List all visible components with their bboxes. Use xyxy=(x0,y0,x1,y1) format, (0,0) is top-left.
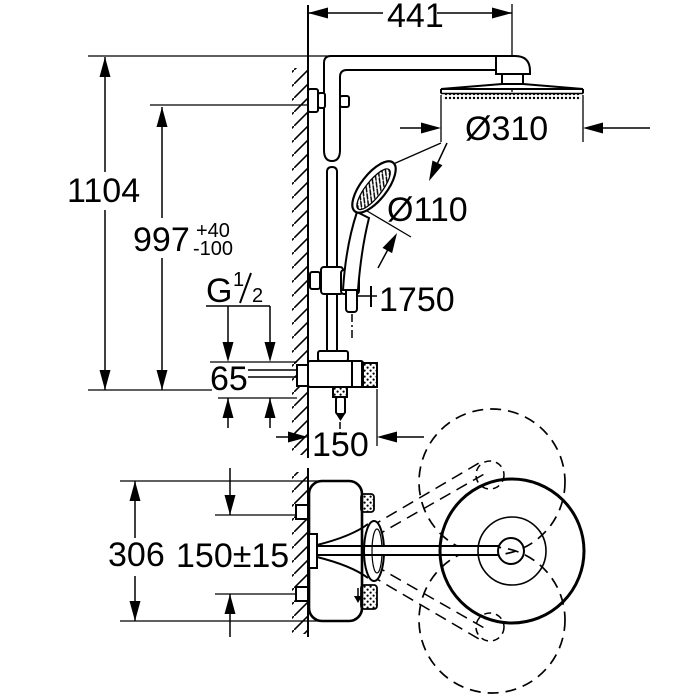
dim-label-rail-height: 997 xyxy=(133,221,190,259)
safety-stop-arrow xyxy=(354,588,362,603)
dim-label-total-height: 1104 xyxy=(67,172,140,210)
dim-label-connection-spacing: 150±15 xyxy=(176,537,289,575)
supply-union-bottom xyxy=(295,586,309,602)
dim-thread: G 1 2 xyxy=(206,269,276,362)
dim-label-rail-tol-plus: +40 xyxy=(196,220,230,242)
fraction-slash xyxy=(239,272,252,304)
volume-knob xyxy=(360,584,378,610)
swivel-holder-detail xyxy=(308,408,586,694)
wall-upper xyxy=(292,5,309,458)
hose-outlet-knurl xyxy=(332,386,348,398)
dim-label-rail-tol-minus: -100 xyxy=(193,238,233,260)
slide-rail xyxy=(326,165,338,352)
dim-label-bracket-projection: 150 xyxy=(312,426,369,464)
dimensions: 441 Ø310 Ø110 1104 xyxy=(67,0,650,637)
dim-label-head-diameter: Ø310 xyxy=(465,110,548,148)
dim-total-height: 1104 xyxy=(67,57,140,390)
dim-label-body-height: 306 xyxy=(108,536,165,574)
dim-rail-height: 997 +40 -100 xyxy=(133,107,233,390)
dim-label-outlet-offset: 65 xyxy=(210,360,248,398)
wall-bracket xyxy=(307,88,350,113)
wall-lower xyxy=(292,468,309,637)
reference-lines-upper xyxy=(88,4,584,446)
spray-face-band xyxy=(443,94,581,100)
head-shower xyxy=(440,55,584,100)
dim-label-arm-projection: 441 xyxy=(387,0,444,35)
thread-denominator: 2 xyxy=(252,285,263,307)
dim-hand-shower-diameter: Ø110 xyxy=(377,142,468,269)
dim-bracket-projection: 150 xyxy=(276,426,424,464)
dim-arm-projection: 441 xyxy=(308,0,512,35)
hand-shower xyxy=(341,160,397,291)
thread-numerator: 1 xyxy=(233,269,244,291)
supply-union-top xyxy=(295,504,309,520)
dim-outlet-offset: 65 xyxy=(210,360,276,428)
dim-head-diameter: Ø310 xyxy=(400,110,650,148)
temperature-knob xyxy=(360,493,375,513)
dim-body-height: 306 xyxy=(108,481,165,621)
dim-label-hand-shower-diameter: Ø110 xyxy=(387,191,468,229)
thread-letter: G xyxy=(206,272,232,310)
dim-connection-spacing: 150±15 xyxy=(176,468,289,637)
shower-arm xyxy=(323,55,496,163)
thermostat-top-view xyxy=(120,408,586,694)
wall-union-assembly xyxy=(248,350,378,421)
dim-label-hose-length: 1750 xyxy=(379,281,455,319)
dim-hose-length: 1750 xyxy=(357,281,455,319)
